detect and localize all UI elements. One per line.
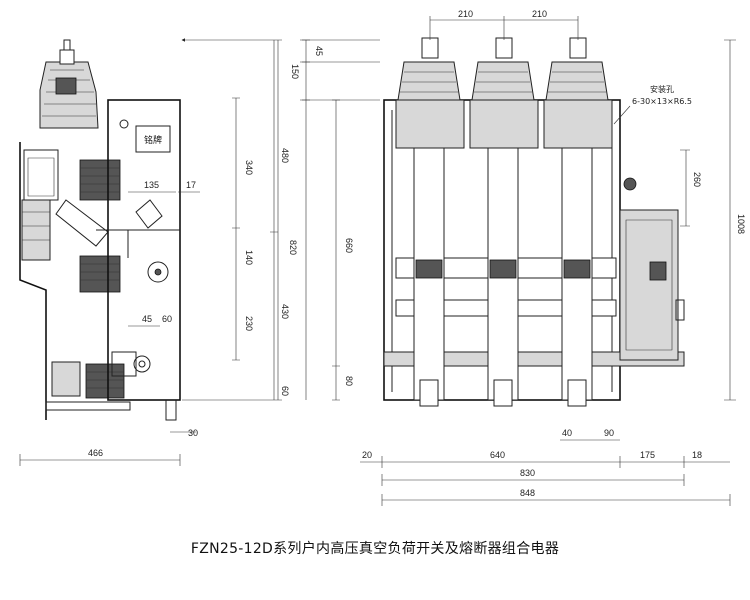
dim-60-small: 60 bbox=[162, 314, 172, 324]
dim-140: 140 bbox=[244, 250, 254, 265]
dim-820: 820 bbox=[288, 240, 298, 255]
dim-40: 40 bbox=[562, 428, 572, 438]
dim-175: 175 bbox=[640, 450, 655, 460]
dim-20: 20 bbox=[362, 450, 372, 460]
dim-18: 18 bbox=[692, 450, 702, 460]
side-view: 铭牌 480 340 820 140 430 230 60 135 17 45 … bbox=[19, 39, 298, 466]
dim-260: 260 bbox=[692, 172, 702, 187]
dim-210-right: 210 bbox=[532, 9, 547, 19]
dim-1008: 1008 bbox=[736, 214, 746, 234]
dim-340: 340 bbox=[244, 160, 254, 175]
dim-135: 135 bbox=[144, 180, 159, 190]
pole-right bbox=[543, 37, 613, 407]
dim-466: 466 bbox=[88, 448, 103, 458]
dim-60: 60 bbox=[280, 386, 290, 396]
dim-660: 660 bbox=[344, 238, 354, 253]
dim-17: 17 bbox=[186, 180, 196, 190]
mounting-hole-label: 安装孔 bbox=[650, 84, 674, 94]
dim-848: 848 bbox=[520, 488, 535, 498]
mounting-hole-spec: 6-30×13×R6.5 bbox=[632, 97, 692, 106]
side-top-insulator bbox=[39, 39, 99, 129]
side-bottom-insulator bbox=[45, 361, 131, 411]
dim-150: 150 bbox=[290, 64, 300, 79]
dim-90: 90 bbox=[604, 428, 614, 438]
front-view: 安装孔 6-30×13×R6.5 210 210 45 150 660 80 2… bbox=[290, 9, 746, 506]
dim-30: 30 bbox=[188, 428, 198, 438]
nameplate-label: 铭牌 bbox=[144, 134, 162, 146]
dim-230: 230 bbox=[244, 316, 254, 331]
drawing-caption: FZN25-12D系列户内高压真空负荷开关及熔断器组合电器 bbox=[190, 541, 560, 557]
dim-640: 640 bbox=[490, 450, 505, 460]
side-mid-insulator bbox=[55, 159, 129, 293]
dim-430: 430 bbox=[280, 304, 290, 319]
dim-80: 80 bbox=[344, 376, 354, 386]
dim-45-front: 45 bbox=[314, 46, 324, 56]
dim-830: 830 bbox=[520, 468, 535, 478]
pole-middle bbox=[469, 37, 539, 407]
pole-left bbox=[395, 37, 465, 407]
dim-480: 480 bbox=[280, 148, 290, 163]
dim-210-left: 210 bbox=[458, 9, 473, 19]
dim-45: 45 bbox=[142, 314, 152, 324]
